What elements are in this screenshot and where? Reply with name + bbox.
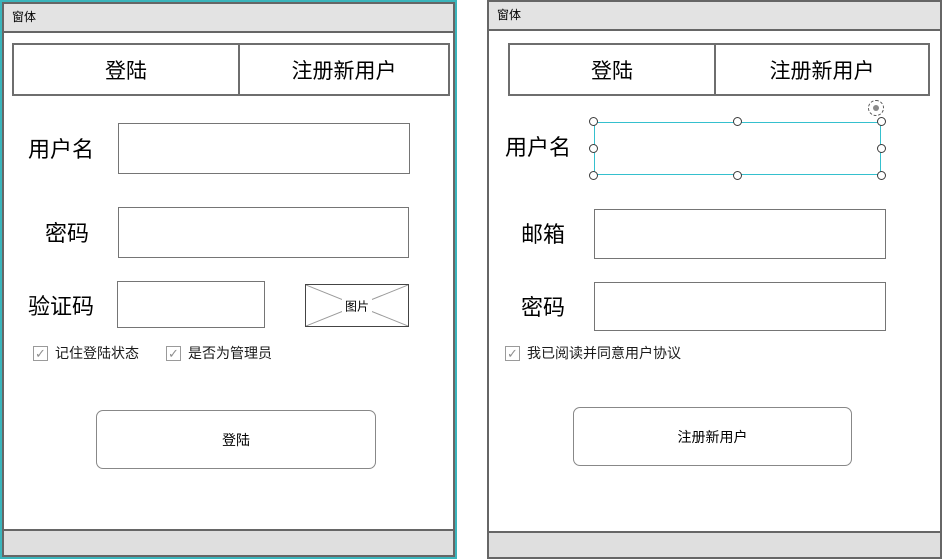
tab-register[interactable]: 注册新用户 [714, 45, 928, 94]
remember-login-checkbox[interactable]: ✓ 记住登陆状态 [33, 343, 139, 363]
is-admin-label: 是否为管理员 [188, 345, 272, 361]
checkbox-checked-icon: ✓ [166, 345, 181, 361]
username-label: 用户名 [505, 135, 572, 160]
password-label: 密码 [45, 221, 90, 246]
agreement-checkbox[interactable]: ✓ 我已阅读并同意用户协议 [505, 343, 681, 363]
resize-handle-se[interactable] [877, 171, 886, 180]
resize-handle-ne[interactable] [877, 117, 886, 126]
password-label: 密码 [521, 295, 566, 320]
captcha-label: 验证码 [28, 294, 95, 319]
register-form-window: 窗体 登陆 注册新用户 用户名 邮箱 密码 [487, 0, 942, 559]
login-button-label: 登陆 [222, 431, 250, 448]
tab-login-label: 登陆 [105, 59, 147, 83]
login-register-tabbar: 登陆 注册新用户 [12, 43, 450, 96]
username-input[interactable] [594, 122, 881, 175]
tab-login[interactable]: 登陆 [510, 45, 714, 94]
login-form-window: 窗体 登陆 注册新用户 用户名 密码 验证码 图片 ✓ 记住登陆状态 [2, 2, 455, 557]
resize-handle-n[interactable] [732, 117, 742, 126]
resize-handle-nw[interactable] [589, 117, 598, 126]
username-label: 用户名 [28, 137, 95, 162]
agreement-label: 我已阅读并同意用户协议 [527, 345, 681, 361]
tab-register-label: 注册新用户 [291, 59, 397, 83]
captcha-image-label: 图片 [341, 297, 373, 314]
window-titlebar: 窗体 [489, 2, 940, 31]
password-input[interactable] [118, 207, 409, 258]
window-titlebar: 窗体 [4, 4, 453, 33]
window-statusbar [4, 529, 453, 555]
window-title: 窗体 [497, 8, 522, 22]
email-input[interactable] [594, 209, 886, 259]
selected-username-widget [589, 100, 886, 180]
is-admin-checkbox[interactable]: ✓ 是否为管理员 [166, 343, 272, 363]
remember-login-label: 记住登陆状态 [55, 345, 139, 361]
captcha-input[interactable] [117, 281, 265, 328]
resize-handle-s[interactable] [732, 171, 742, 180]
tab-register-label: 注册新用户 [769, 59, 875, 83]
checkbox-checked-icon: ✓ [505, 345, 520, 361]
login-register-tabbar: 登陆 注册新用户 [508, 43, 930, 96]
resize-handle-w[interactable] [589, 143, 598, 153]
window-statusbar [489, 531, 940, 557]
selection-anchor-icon[interactable] [868, 100, 884, 116]
captcha-image-placeholder[interactable]: 图片 [305, 284, 409, 327]
username-input[interactable] [118, 123, 410, 174]
password-input[interactable] [594, 282, 886, 331]
login-button[interactable]: 登陆 [96, 410, 376, 469]
tab-register[interactable]: 注册新用户 [238, 45, 448, 94]
resize-handle-e[interactable] [877, 143, 886, 153]
email-label: 邮箱 [521, 222, 566, 247]
resize-handle-sw[interactable] [589, 171, 598, 180]
register-button[interactable]: 注册新用户 [573, 407, 852, 466]
checkbox-checked-icon: ✓ [33, 345, 48, 361]
register-button-label: 注册新用户 [677, 428, 748, 445]
tab-login-label: 登陆 [591, 59, 633, 83]
window-title: 窗体 [12, 10, 37, 24]
tab-login[interactable]: 登陆 [14, 45, 238, 94]
